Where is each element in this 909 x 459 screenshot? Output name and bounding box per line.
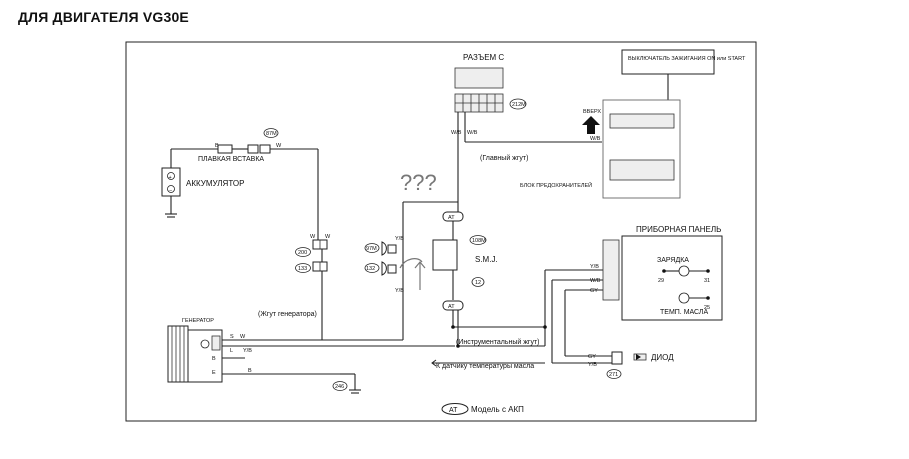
svg-text:S: S <box>230 334 234 340</box>
svg-text:B: B <box>212 356 216 362</box>
up-arrow-icon <box>582 116 600 134</box>
svg-text:25: 25 <box>704 305 710 311</box>
connector-code-271: 271 <box>606 369 622 379</box>
svg-text:W/B: W/B <box>467 130 478 136</box>
svg-text:AT: AT <box>448 215 455 221</box>
instrument-panel <box>602 235 723 321</box>
connector-code-200: 200 <box>295 247 311 257</box>
svg-text:W/B: W/B <box>590 136 601 142</box>
connector-code-12: 12 <box>471 277 485 287</box>
svg-text:Y/B: Y/B <box>243 348 252 354</box>
smj-label: S.M.J. <box>475 255 498 264</box>
svg-text:Y/B: Y/B <box>588 362 597 368</box>
instrument-harness-label: (Инструментальный жгут) <box>456 338 540 346</box>
ignition-switch-label: ВЫКЛЮЧАТЕЛЬ ЗАЖИГАНИЯ ON или START <box>628 56 746 62</box>
svg-text:108M: 108M <box>472 238 486 244</box>
oil-temp-gauge-icon <box>678 292 710 304</box>
svg-text:AT: AT <box>448 304 455 310</box>
svg-text:12: 12 <box>475 280 481 286</box>
svg-text:B: B <box>215 143 219 149</box>
smj-block <box>432 239 458 271</box>
svg-text:Y/B: Y/B <box>395 288 404 294</box>
oil-temp-sensor-label: К датчику температуры масла <box>436 363 534 370</box>
connector-c <box>454 67 504 113</box>
at-legend-badge: AT <box>441 403 469 415</box>
svg-text:E: E <box>212 370 216 376</box>
svg-text:W/B: W/B <box>590 278 601 284</box>
svg-text:132: 132 <box>366 266 375 272</box>
diode-label: ДИОД <box>651 353 674 362</box>
fusible-link-label: ПЛАВКАЯ ВСТАВКА <box>198 156 264 163</box>
svg-text:GY: GY <box>588 354 596 360</box>
page-title: ДЛЯ ДВИГАТЕЛЯ VG30E <box>18 9 189 25</box>
svg-text:W: W <box>310 234 316 240</box>
connector-code-108m: 108M <box>469 235 487 245</box>
svg-text:GY: GY <box>590 288 598 294</box>
svg-text:Y/B: Y/B <box>395 236 404 242</box>
connector-code-87m-top: 87M <box>263 128 279 138</box>
svg-text:AT: AT <box>449 407 458 414</box>
svg-text:133: 133 <box>298 266 307 272</box>
svg-text:212M: 212M <box>512 102 526 108</box>
fuse-block <box>602 99 681 199</box>
generator <box>167 325 223 383</box>
fusible-link-icon <box>217 144 318 154</box>
connector-code-246: 246 <box>332 381 348 391</box>
diode-icon <box>611 351 647 365</box>
connector-97m: 97M <box>364 241 397 256</box>
ignition-switch-box <box>621 49 715 75</box>
connector-c-label: РАЗЪЕМ С <box>463 53 504 62</box>
svg-text:L: L <box>230 348 233 354</box>
at-badge-bottom: AT <box>442 300 464 311</box>
svg-text:W: W <box>276 143 282 149</box>
battery: + − <box>161 167 181 218</box>
connector-132: 132 <box>364 261 397 276</box>
hand-drawn-arrow <box>399 258 426 290</box>
generator-label: ГЕНЕРАТОР <box>182 318 214 324</box>
question-annotation: ??? <box>400 170 437 195</box>
svg-text:31: 31 <box>704 278 710 284</box>
charge-lamp-icon <box>662 265 710 277</box>
svg-text:W: W <box>325 234 331 240</box>
svg-text:246: 246 <box>335 384 344 390</box>
instrument-panel-label: ПРИБОРНАЯ ПАНЕЛЬ <box>636 225 721 234</box>
svg-text:200: 200 <box>298 250 307 256</box>
battery-label: АККУМУЛЯТОР <box>186 179 244 188</box>
svg-text:271: 271 <box>609 372 618 378</box>
at-badge-top: AT <box>442 211 464 222</box>
ground-icon <box>340 373 361 394</box>
svg-text:+: + <box>169 175 172 181</box>
diagram-frame <box>125 41 757 422</box>
oil-temp-label: ТЕМП. МАСЛА <box>660 309 708 316</box>
connector-pair-left <box>312 239 328 272</box>
connector-code-212m: 212M <box>509 98 527 110</box>
svg-text:−: − <box>169 188 172 194</box>
svg-text:B: B <box>248 368 252 374</box>
svg-text:29: 29 <box>658 278 664 284</box>
svg-text:97M: 97M <box>366 246 377 252</box>
fuse-block-label: БЛОК ПРЕДОХРАНИТЕЛЕЙ <box>520 181 592 189</box>
up-label: ВВЕРХ <box>583 109 601 115</box>
charge-lamp-label: ЗАРЯДКА <box>657 257 689 264</box>
at-legend-label: Модель с АКП <box>471 405 524 414</box>
svg-text:W/B: W/B <box>451 130 462 136</box>
svg-text:Y/B: Y/B <box>590 264 599 270</box>
generator-harness-label: (Жгут генератора) <box>258 311 317 318</box>
svg-text:W: W <box>240 334 246 340</box>
connector-code-133: 133 <box>295 263 311 273</box>
svg-text:87M: 87M <box>266 131 277 137</box>
main-harness-label: (Главный жгут) <box>480 154 528 162</box>
